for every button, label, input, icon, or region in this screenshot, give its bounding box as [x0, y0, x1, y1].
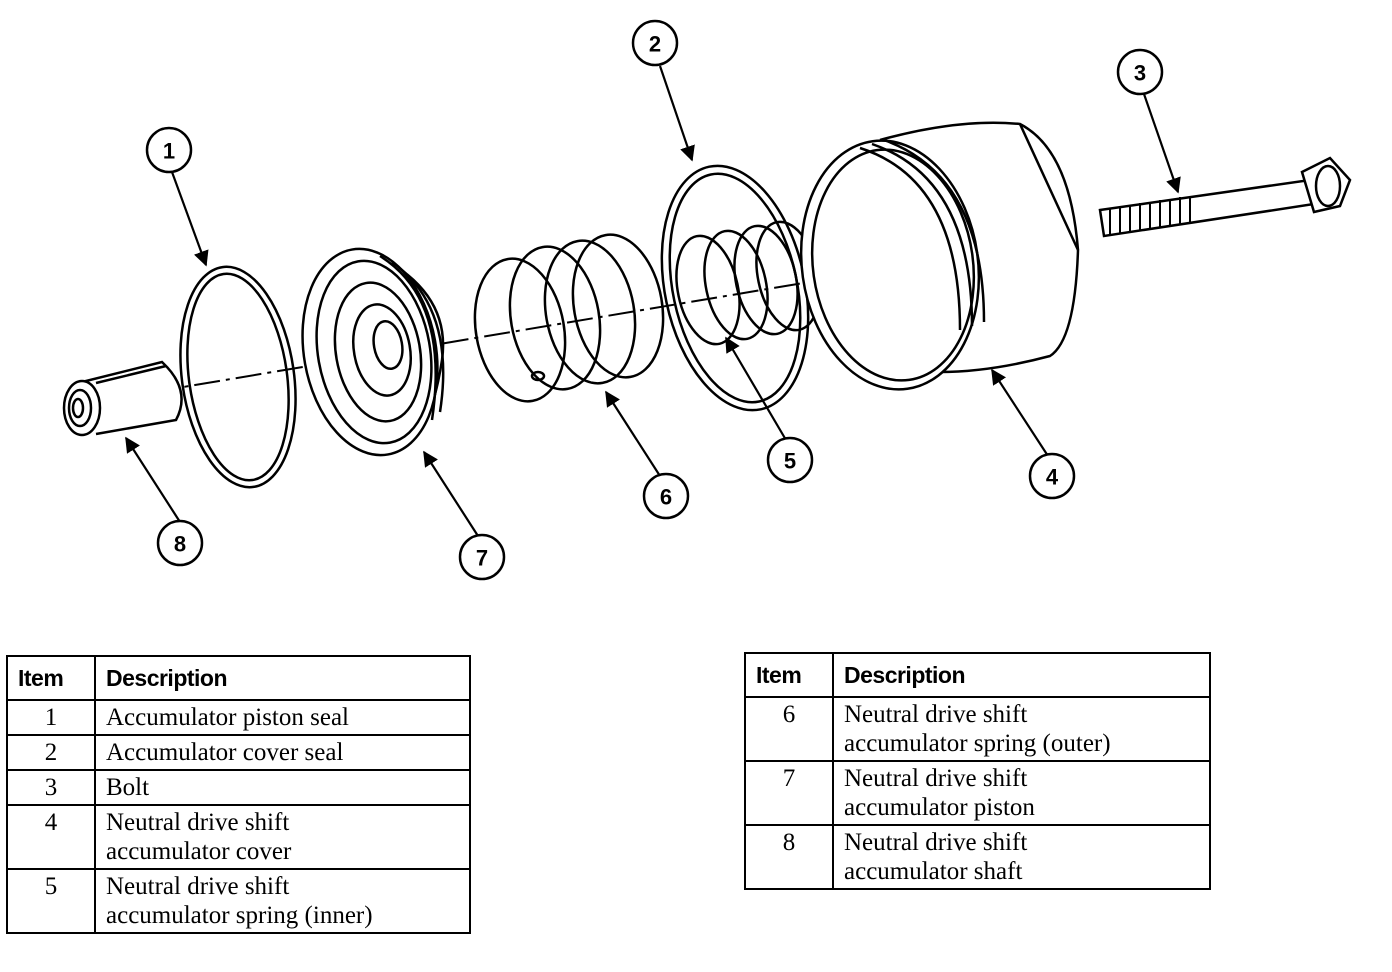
item-column-header: Item [6, 655, 96, 701]
leader-arrow-8 [125, 436, 181, 523]
item-description: Bolt [94, 769, 471, 806]
table-row: 3 Bolt [6, 769, 471, 806]
callout-circle-2 [631, 19, 679, 67]
description-column-header: Description [832, 652, 1211, 698]
item-number: 7 [744, 760, 834, 826]
centre-axis-line [69, 249, 1001, 407]
callout-label-2: 2 [649, 32, 661, 57]
leader-arrow-6 [605, 390, 661, 477]
leader-arrow-5 [725, 336, 787, 441]
callout-circle-1 [145, 126, 193, 174]
piston-seal-ring [179, 265, 297, 489]
item-number: 1 [6, 699, 96, 736]
cover-seal-ring [660, 164, 810, 412]
bolt-part [1098, 156, 1352, 238]
callout-label-7: 7 [476, 546, 488, 571]
callout-label-5: 5 [784, 449, 796, 474]
table-row: 8 Neutral drive shift accumulator shaft [744, 824, 1211, 890]
table-row: 6 Neutral drive shift accumulator spring… [744, 696, 1211, 762]
item-description: Neutral drive shift accumulator piston [832, 760, 1211, 826]
item-number: 3 [6, 769, 96, 806]
cover-part [799, 121, 1080, 391]
leader-arrow-4 [991, 368, 1049, 457]
callout-circle-5 [766, 436, 814, 484]
item-description: Neutral drive shift accumulator cover [94, 804, 471, 870]
callout-label-8: 8 [174, 532, 186, 557]
item-number: 6 [744, 696, 834, 762]
callout-label-6: 6 [660, 485, 672, 510]
item-number: 4 [6, 804, 96, 870]
table-row: 1 Accumulator piston seal [6, 699, 471, 736]
item-number: 8 [744, 824, 834, 890]
item-number: 2 [6, 734, 96, 771]
callout-circle-6 [642, 472, 690, 520]
item-description: Neutral drive shift accumulator spring (… [94, 868, 471, 934]
table-row: 4 Neutral drive shift accumulator cover [6, 804, 471, 870]
item-description: Neutral drive shift accumulator spring (… [832, 696, 1211, 762]
inner-spring [675, 220, 821, 346]
outer-spring [473, 233, 665, 403]
callout-circle-7 [458, 533, 506, 581]
item-column-header: Item [744, 652, 834, 698]
callout-circle-3 [1116, 48, 1164, 96]
item-description: Accumulator cover seal [94, 734, 471, 771]
exploded-view-diagram: 1 2 3 4 5 6 7 8 [62, 19, 1352, 581]
leader-arrow-2 [658, 65, 695, 162]
leader-arrow-7 [423, 450, 479, 537]
table-row: 2 Accumulator cover seal [6, 734, 471, 771]
callout-label-1: 1 [163, 139, 175, 164]
item-description: Neutral drive shift accumulator shaft [832, 824, 1211, 890]
callout-label-4: 4 [1046, 465, 1059, 490]
leader-arrow-1 [170, 171, 209, 267]
leader-arrow-3 [1142, 93, 1181, 194]
item-number: 5 [6, 868, 96, 934]
table-header-row: Item Description [6, 655, 471, 701]
table-header-row: Item Description [744, 652, 1211, 698]
table-row: 7 Neutral drive shift accumulator piston [744, 760, 1211, 826]
callout-circle-4 [1028, 452, 1076, 500]
shaft-part [62, 360, 183, 437]
callout-circle-8 [156, 519, 204, 567]
piston-part [301, 247, 445, 457]
parts-table-left: Item Description 1 Accumulator piston se… [6, 655, 471, 934]
table-row: 5 Neutral drive shift accumulator spring… [6, 868, 471, 934]
parts-table-right: Item Description 6 Neutral drive shift a… [744, 652, 1211, 890]
description-column-header: Description [94, 655, 471, 701]
item-description: Accumulator piston seal [94, 699, 471, 736]
callout-label-3: 3 [1134, 61, 1146, 86]
